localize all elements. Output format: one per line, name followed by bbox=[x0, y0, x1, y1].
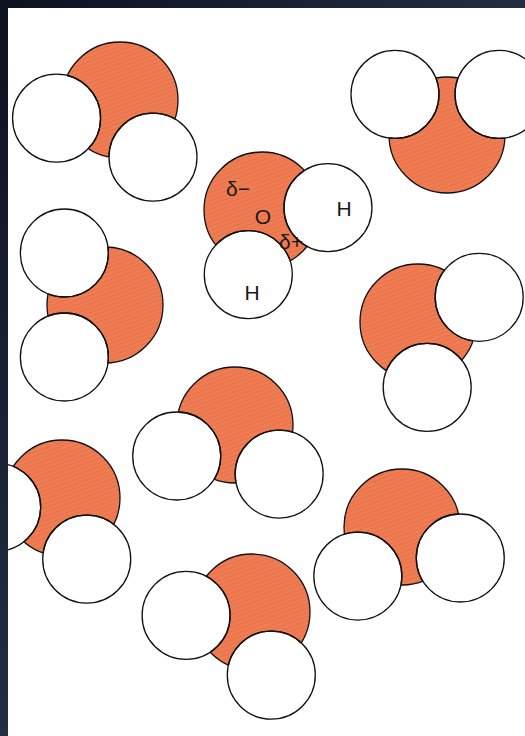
water-molecule bbox=[133, 367, 323, 518]
water-molecule bbox=[314, 469, 504, 620]
water-molecule bbox=[20, 209, 163, 401]
water-molecule bbox=[351, 50, 525, 193]
hydrogen-atom bbox=[314, 532, 402, 620]
molecules bbox=[8, 42, 525, 719]
atom-boundary bbox=[20, 313, 108, 401]
atom-symbol: H bbox=[244, 282, 259, 303]
atom-boundary bbox=[43, 515, 131, 603]
hydrogen-atom bbox=[133, 412, 221, 500]
atom-boundary bbox=[109, 113, 197, 201]
atom-boundary bbox=[142, 571, 230, 659]
water-molecule bbox=[204, 152, 372, 319]
hydrogen-atom bbox=[109, 113, 197, 201]
water-molecule bbox=[13, 42, 197, 201]
hydrogen-atom bbox=[8, 463, 41, 551]
atom-boundary bbox=[416, 514, 504, 602]
atom-boundary bbox=[455, 50, 525, 138]
atom-symbol: H bbox=[336, 198, 351, 219]
partial-charge: δ− bbox=[226, 178, 250, 199]
atom-symbol: O bbox=[255, 206, 271, 227]
atom-boundary bbox=[435, 253, 523, 341]
water-molecule bbox=[8, 440, 131, 603]
partial-charge: δ+ bbox=[279, 231, 303, 252]
hydrogen-atom bbox=[43, 515, 131, 603]
hydrogen-atom bbox=[383, 343, 471, 431]
atom-boundary bbox=[8, 463, 41, 551]
hydrogen-atom bbox=[20, 313, 108, 401]
atom-boundary bbox=[133, 412, 221, 500]
hydrogen-atom bbox=[416, 514, 504, 602]
atom-boundary bbox=[235, 430, 323, 518]
hydrogen-atom bbox=[227, 631, 315, 719]
water-molecule bbox=[142, 554, 315, 719]
hydrogen-atom bbox=[235, 430, 323, 518]
hydrogen-atom bbox=[455, 50, 525, 138]
panel bbox=[8, 8, 525, 736]
hydrogen-atom bbox=[435, 253, 523, 341]
hydrogen-atom bbox=[20, 209, 108, 297]
atom-boundary bbox=[383, 343, 471, 431]
water-molecule bbox=[360, 253, 523, 431]
atom-boundary bbox=[13, 74, 101, 162]
atom-boundary bbox=[314, 532, 402, 620]
hydrogen-atom bbox=[351, 50, 439, 138]
atom-boundary bbox=[20, 209, 108, 297]
atom-boundary bbox=[351, 50, 439, 138]
hydrogen-atom bbox=[13, 74, 101, 162]
atom-boundary bbox=[227, 631, 315, 719]
hydrogen-atom bbox=[142, 571, 230, 659]
